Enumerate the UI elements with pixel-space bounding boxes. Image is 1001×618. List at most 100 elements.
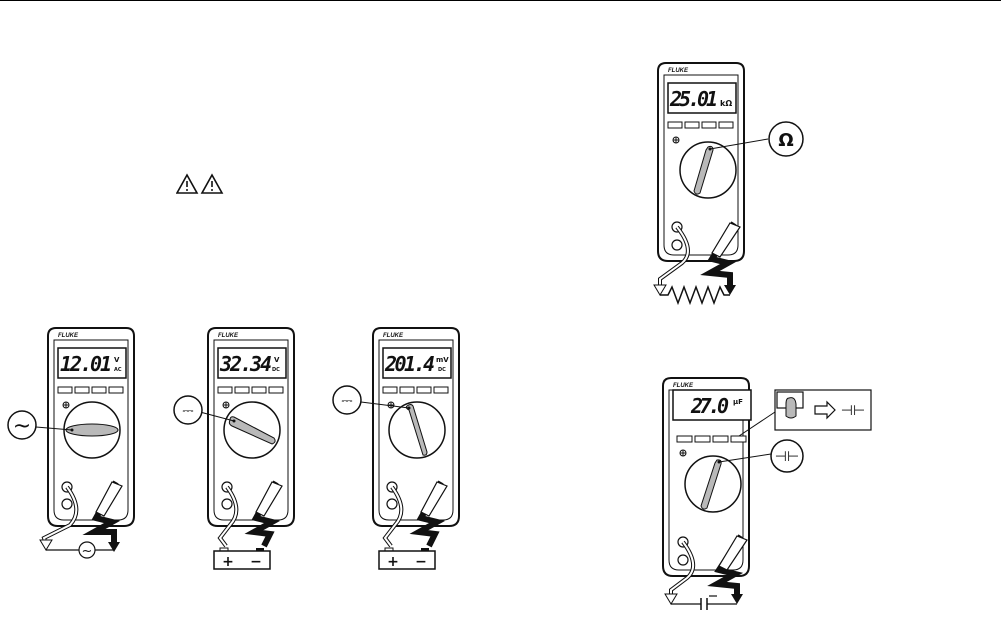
brand-logo: FLUKE <box>673 383 694 389</box>
meter-capacitance-figure: FLUKE 27.0 µF ⊣⊢ ⊣⊢ <box>662 377 872 610</box>
probe-tip <box>108 542 120 552</box>
volt-jack <box>386 498 398 510</box>
lcd-display <box>217 347 287 379</box>
function-button <box>217 386 233 394</box>
meter-ac-volts-figure: FLUKE 12.01 V AC ~ ~ <box>7 327 135 559</box>
cap-jack <box>677 554 689 566</box>
function-button <box>416 386 432 394</box>
brand-logo: FLUKE <box>218 333 239 339</box>
warning-icons <box>176 173 224 194</box>
callout-bubble <box>332 385 362 415</box>
capacitance-symbol: ⊣⊢ <box>841 403 865 419</box>
lcd-display <box>382 347 452 379</box>
backlight-button-icon <box>672 136 680 144</box>
display-unit: kΩ <box>720 99 732 108</box>
meter-resistance-figure: FLUKE 25.01 kΩ Ω <box>653 62 804 306</box>
function-buttons <box>676 435 747 443</box>
brand-logo: FLUKE <box>58 333 79 339</box>
display-unit-top: V <box>114 356 120 364</box>
callout-leader <box>718 453 772 463</box>
finger-press-icon <box>785 397 797 419</box>
dial-knob <box>693 145 714 195</box>
battery-negative-label: − <box>415 554 427 570</box>
brand-logo: FLUKE <box>383 333 404 339</box>
function-buttons <box>57 386 124 394</box>
dial-knob <box>228 416 276 445</box>
shock-warning-triangle-icon <box>200 173 224 194</box>
function-button <box>718 121 734 129</box>
callout-leader <box>199 411 235 422</box>
dc-millivolt-function-icon: ⎓ <box>341 393 352 409</box>
dc-voltage-function-icon: ⎓ <box>182 403 193 419</box>
function-button <box>57 386 73 394</box>
inset-leader <box>738 411 776 437</box>
display-reading: 27.0 <box>690 394 729 418</box>
function-button <box>712 435 729 443</box>
rotary-dial <box>679 141 737 199</box>
battery-negative-label: − <box>250 554 262 570</box>
function-button <box>74 386 90 394</box>
callout-bubble <box>7 410 37 440</box>
function-button <box>676 435 693 443</box>
warning-triangle-icon <box>176 173 199 194</box>
test-probe <box>711 222 741 258</box>
lcd-display <box>667 82 737 114</box>
display-unit-top: mV <box>436 356 449 364</box>
function-button <box>234 386 250 394</box>
dial-knob <box>700 459 722 510</box>
meter-bezel <box>213 339 289 521</box>
test-probe <box>255 481 283 517</box>
ac-voltage-function-icon: ~ <box>13 414 31 439</box>
display-unit-bottom: DC <box>438 367 446 373</box>
battery-icon <box>213 550 271 570</box>
display-unit-bottom: AC <box>114 367 122 373</box>
function-buttons <box>667 121 734 129</box>
meter-bezel <box>668 389 744 571</box>
volt-jack <box>61 498 73 510</box>
ohm-function-icon: Ω <box>778 130 793 151</box>
backlight-button-icon <box>679 449 687 457</box>
probe-tip <box>731 594 743 604</box>
display-unit: µF <box>733 398 743 406</box>
volt-jack <box>221 498 233 510</box>
resistor-icon <box>660 284 730 306</box>
battery-positive-label: + <box>387 554 399 570</box>
probe-tip <box>724 285 736 295</box>
display-unit-bottom: DC <box>272 367 280 373</box>
lcd-display <box>672 389 752 421</box>
display-reading: 32.34 <box>219 352 272 376</box>
display-unit-top: V <box>274 356 280 364</box>
battery-positive-label: + <box>222 554 234 570</box>
function-button <box>91 386 107 394</box>
meter-dc-volts-figure: FLUKE 32.34 V DC ⎓ + − <box>173 327 295 570</box>
backlight-button-icon <box>222 401 230 409</box>
function-button <box>268 386 284 394</box>
ac-source-icon <box>78 541 96 559</box>
function-button <box>694 435 711 443</box>
function-button <box>684 121 700 129</box>
function-buttons <box>217 386 284 394</box>
function-button <box>399 386 415 394</box>
callout-leader <box>35 426 73 431</box>
function-buttons <box>382 386 449 394</box>
dial-knob <box>65 423 119 437</box>
display-reading: 12.01 <box>60 352 112 376</box>
function-button <box>108 386 124 394</box>
callout-leader <box>709 138 769 150</box>
brand-logo: FLUKE <box>668 68 689 74</box>
function-button <box>433 386 449 394</box>
callout-leader <box>360 401 410 409</box>
page-top-rule <box>0 0 1001 1</box>
function-button <box>667 121 683 129</box>
meter-bezel <box>53 339 129 521</box>
function-button <box>382 386 398 394</box>
test-probe <box>420 481 448 517</box>
battery-icon <box>378 550 436 570</box>
ac-source-symbol: ~ <box>82 544 93 559</box>
meter-bezel <box>378 339 454 521</box>
lcd-display <box>57 347 127 379</box>
backlight-button-icon <box>62 401 70 409</box>
function-button <box>251 386 267 394</box>
arrow-right-icon <box>814 400 836 420</box>
callout-bubble <box>770 439 804 473</box>
